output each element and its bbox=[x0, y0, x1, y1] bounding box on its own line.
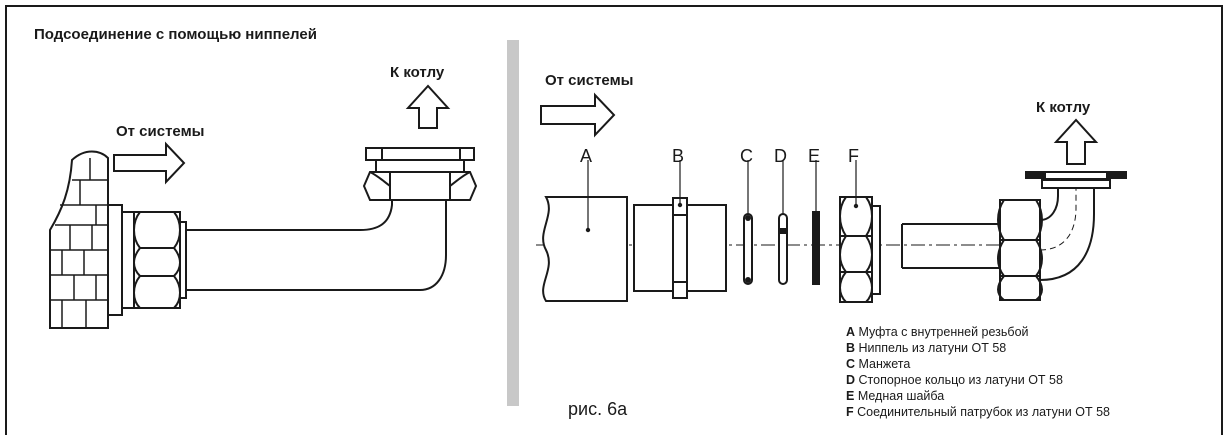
legend-item: C Манжета bbox=[846, 357, 910, 371]
legend-item: A Муфта с внутренней резьбой bbox=[846, 325, 1029, 339]
right-to-arrow bbox=[1053, 118, 1099, 165]
part-d-ring bbox=[778, 213, 788, 285]
elbow-flange bbox=[1041, 179, 1111, 189]
divider bbox=[507, 40, 519, 406]
right-from-arrow bbox=[540, 92, 616, 138]
letter-b: B bbox=[672, 146, 684, 166]
right-diagram bbox=[536, 92, 1127, 303]
letter-c: C bbox=[740, 146, 753, 166]
legend-item: B Ниппель из латуни ОТ 58 bbox=[846, 341, 1006, 355]
part-c-gasket bbox=[743, 213, 753, 285]
letter-a: A bbox=[580, 146, 592, 166]
legend: A Муфта с внутренней резьбой B Ниппель и… bbox=[846, 325, 1110, 419]
letter-f: F bbox=[848, 146, 859, 166]
legend-item: D Стопорное кольцо из латуни ОТ 58 bbox=[846, 373, 1063, 387]
left-top-fitting bbox=[362, 171, 478, 201]
left-from-arrow bbox=[113, 141, 186, 185]
left-from-label: От системы bbox=[116, 123, 204, 140]
elbow bbox=[1039, 186, 1095, 281]
brick-lines bbox=[50, 158, 108, 328]
part-e-washer bbox=[812, 211, 820, 285]
letter-e: E bbox=[808, 146, 820, 166]
brick-wall bbox=[49, 150, 109, 329]
part-f-nut bbox=[839, 196, 873, 303]
left-to-arrow bbox=[405, 84, 451, 129]
letter-d: D bbox=[774, 146, 787, 166]
left-hex-nut bbox=[133, 211, 181, 309]
right-to-label: К котлу bbox=[1036, 99, 1091, 116]
outer-frame bbox=[5, 5, 1223, 435]
right-from-label: От системы bbox=[545, 72, 633, 89]
right-pipe bbox=[901, 223, 1000, 269]
legend-item: E Медная шайба bbox=[846, 389, 944, 403]
left-to-label: К котлу bbox=[390, 64, 445, 81]
part-a-socket bbox=[542, 196, 628, 302]
figure-caption: рис. 6а bbox=[568, 399, 628, 419]
elbow-hex-nut bbox=[999, 199, 1041, 301]
left-pipe bbox=[186, 200, 447, 291]
legend-item: F Соединительный патрубок из латуни ОТ 5… bbox=[846, 405, 1110, 419]
left-diagram bbox=[49, 84, 478, 329]
page-title: Подсоединение с помощью ниппелей bbox=[34, 26, 317, 43]
